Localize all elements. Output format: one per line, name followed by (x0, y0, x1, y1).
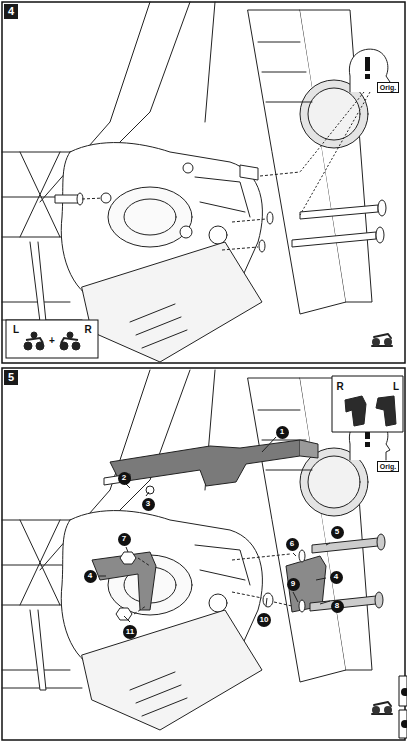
callout-number: 4 (84, 570, 97, 583)
side-letter: L (12, 325, 20, 335)
original-part-tag: Orig. (377, 82, 399, 93)
step-number: 4 (4, 4, 18, 19)
callout-number: 4 (330, 571, 343, 584)
original-part-tag: Orig. (377, 461, 399, 472)
callout-number: 11 (123, 625, 137, 639)
callout-number: 8 (331, 600, 344, 613)
callout-number: 1 (276, 426, 289, 439)
step-number: 5 (4, 370, 18, 385)
side-letter: R (335, 382, 344, 392)
callout-number: 2 (118, 472, 131, 485)
callout-number: 9 (287, 578, 300, 591)
callout-number: 7 (118, 533, 131, 546)
callout-number: 3 (142, 498, 155, 511)
callout-number: 5 (331, 526, 344, 539)
side-letter: R (83, 325, 92, 335)
plus-sign: + (48, 336, 56, 346)
callout-number: 10 (257, 613, 271, 627)
callout-number: 6 (286, 538, 299, 551)
side-letter: L (392, 382, 400, 392)
